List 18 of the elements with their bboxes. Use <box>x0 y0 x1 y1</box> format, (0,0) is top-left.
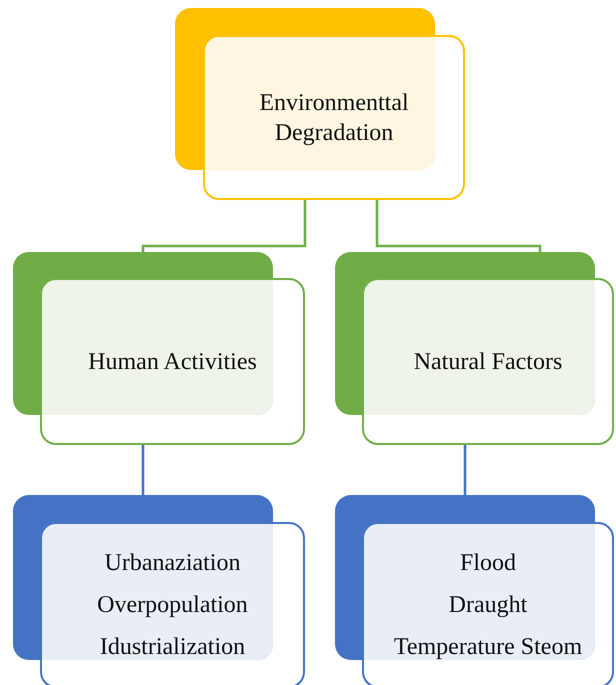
stacked-box <box>13 495 305 685</box>
stacked-box <box>175 8 465 200</box>
stacked-box <box>335 495 614 685</box>
node-label: Temperature Steom <box>394 633 582 662</box>
connector-line <box>142 200 306 252</box>
stacked-box <box>335 252 614 445</box>
node-label: Natural Factors <box>414 348 562 376</box>
connector-line <box>376 200 542 252</box>
connector-line <box>142 445 144 495</box>
stacked-box <box>13 252 305 445</box>
node-label: Human Activities <box>88 348 257 376</box>
connector-line <box>464 445 466 495</box>
node-label: Flood <box>460 549 516 578</box>
node-label: Urbanaziation <box>104 549 240 578</box>
node-label: Idustrialization <box>100 633 246 662</box>
node-label: Overpopulation <box>97 591 248 620</box>
node-label: Environmenttal Degradation <box>258 88 410 148</box>
node-label: Draught <box>448 591 528 620</box>
